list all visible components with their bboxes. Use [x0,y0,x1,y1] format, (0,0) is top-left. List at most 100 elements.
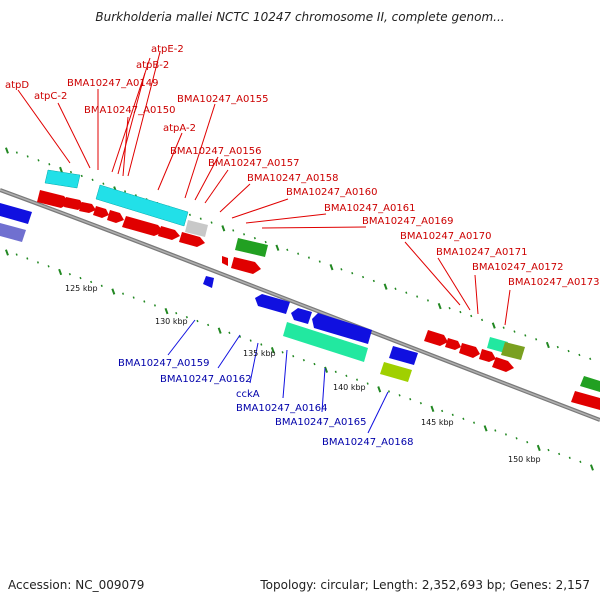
map-title: Burkholderia mallei NCTC 10247 chromosom… [95,10,505,24]
tick-mark [372,279,375,283]
tick-mark [217,327,222,334]
tick-mark [405,291,408,294]
tick-mark [232,229,235,232]
tick-mark [188,213,192,217]
chromosome-backbone-highlight [0,189,600,421]
tick-mark [366,382,369,385]
gene-arrow [179,232,205,247]
gene-label: BMA10247_A0160 [286,187,377,198]
tick-mark [437,302,442,310]
gene-label: BMA10247_A0165 [275,417,366,428]
tick-mark [121,292,125,295]
gene-arrow [158,226,180,240]
tick-mark [430,405,435,413]
tick-mark [228,331,231,334]
tick-mark [124,190,127,193]
tick-mark [153,304,157,307]
tick-mark [345,374,348,377]
gene-arrow [222,256,228,266]
gene-arrow [64,197,84,210]
tick-mark [394,287,397,290]
gene-arrow [255,294,290,314]
gene-arrow [79,202,96,213]
gene-arrow [0,223,26,242]
scale-labels: 125 kbp 130 kbp 135 kbp 140 kbp 145 kbp … [65,284,541,464]
tick-mark [297,252,300,255]
tick-mark [589,464,594,471]
gene-label: BMA10247_A0159 [118,358,209,369]
gene-label: BMA10247_A0155 [177,94,268,105]
tick-mark [473,421,476,424]
tick-mark [545,341,550,349]
gene-arrow [424,330,448,346]
tick-mark [80,174,83,178]
tick-mark [567,349,570,353]
tick-mark [15,253,18,256]
tick-mark [302,358,305,362]
gene-arrow [312,313,372,344]
tick-mark [249,339,252,342]
tick-mark [91,178,94,182]
gene-arrow [0,203,32,224]
tick-mark [270,347,275,354]
tick-mark [387,390,391,393]
tick-mark [419,401,422,405]
tick-mark [441,409,444,413]
gene-label: BMA10247_A0169 [362,216,453,227]
gene-label: atpB-2 [136,60,169,71]
tick-mark [199,217,202,220]
tick-mark [556,345,559,349]
tick-mark [558,452,561,456]
scale-label: 125 kbp [65,284,98,293]
gene-arrow [487,337,508,353]
tick-mark [568,456,571,460]
tick-mark [143,300,146,303]
tick-mark [102,182,105,185]
tick-mark [398,394,401,397]
gene-arrow [203,276,214,288]
tick-mark [504,433,508,436]
tick-mark [515,437,518,440]
tick-mark [111,288,116,295]
tick-mark [535,338,538,341]
gene-arrow [501,342,525,360]
tick-mark [253,236,256,240]
gene-label: BMA10247_A0158 [247,173,338,184]
gene-arrow [459,343,480,358]
gene-label: cckA [236,389,260,400]
tick-mark [4,249,9,256]
tick-mark [356,378,359,381]
tick-mark [351,271,354,275]
gene-label: BMA10247_A0172 [472,262,563,273]
scale-label: 140 kbp [333,383,366,392]
tick-mark [502,326,505,329]
gene-label: BMA10247_A0170 [400,231,491,242]
scale-label: 150 kbp [508,455,541,464]
gene-arrow [235,238,268,257]
tick-mark [313,362,316,366]
reverse-gene-labels: BMA10247_A0159 BMA10247_A0162 cckA BMA10… [118,358,413,448]
tick-mark [448,307,451,310]
tick-mark [26,257,29,260]
gene-arrow [231,257,261,274]
gene-arrow [479,349,496,362]
gene-arrow [185,220,208,237]
tick-mark [377,386,382,393]
tick-mark [59,166,64,174]
tick-mark [524,334,527,337]
gene-label: atpC-2 [34,91,67,102]
scale-label: 145 kbp [421,418,454,427]
tick-mark [210,221,213,224]
gene-arrow [37,190,70,208]
features-reverse-strand [0,203,418,382]
tick-mark [47,265,50,268]
tick-mark [383,283,388,290]
tick-mark [462,417,465,420]
tick-mark [243,233,246,236]
tick-mark [185,315,188,319]
tick-mark [286,248,289,252]
gene-label: atpE-2 [151,44,184,55]
tick-mark [292,355,295,358]
tick-mark [37,159,40,162]
